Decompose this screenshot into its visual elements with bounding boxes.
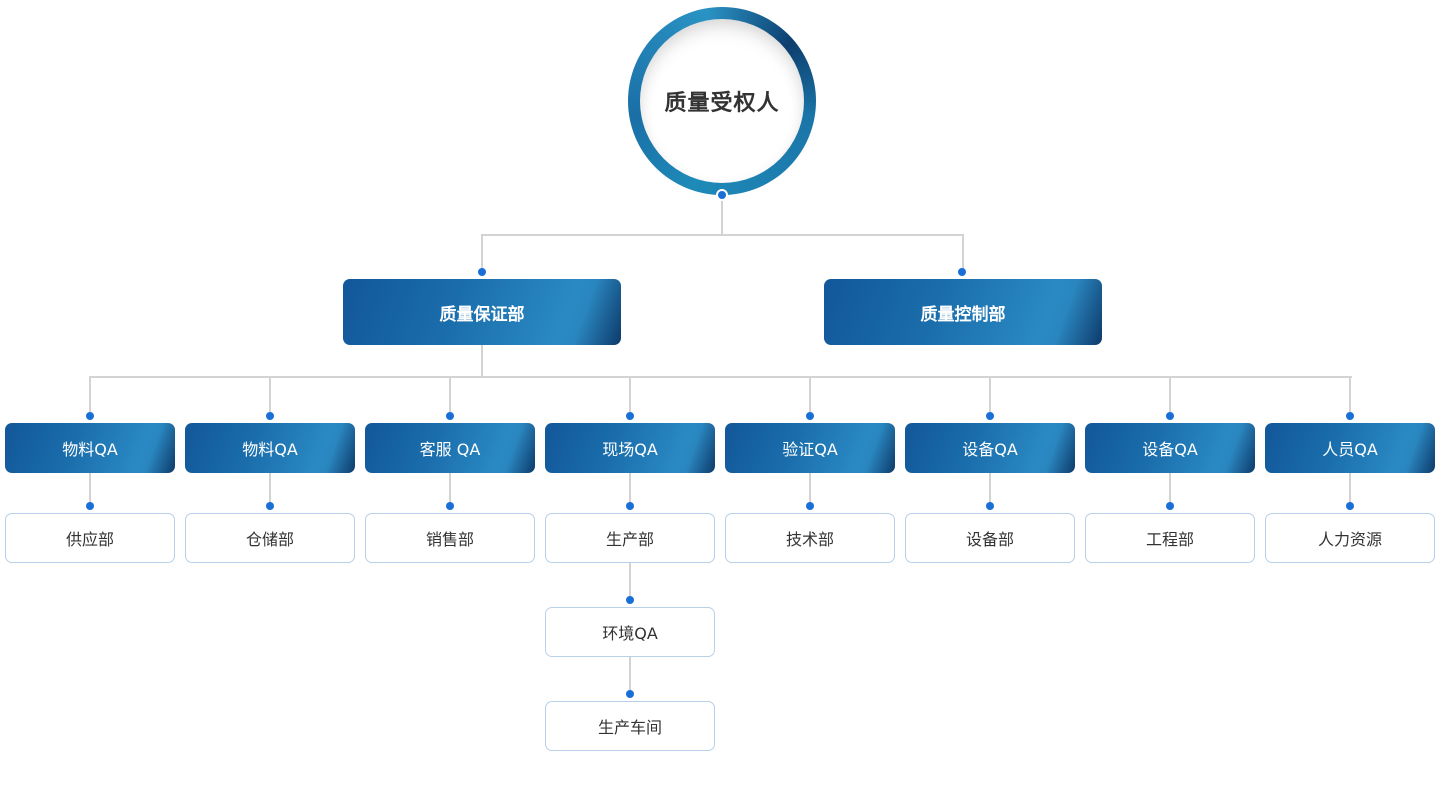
root-node[interactable]: 质量受权人 xyxy=(628,7,816,195)
connector-dot xyxy=(1346,412,1354,420)
connector-qa-branch xyxy=(89,376,91,412)
qa-unit-label: 物料QA xyxy=(62,440,118,459)
connector-dot xyxy=(626,596,634,604)
connector-qa-branch xyxy=(629,376,631,412)
connector-qa-branch xyxy=(989,376,991,412)
qa-unit[interactable]: 物料QA xyxy=(5,423,175,473)
connector-qa-child xyxy=(449,473,451,503)
chain-node-production-workshop[interactable]: 生产车间 xyxy=(545,701,715,751)
chain-node-label: 生产车间 xyxy=(597,718,662,737)
qa-child-department[interactable]: 设备部 xyxy=(905,513,1075,563)
qa-child-label: 供应部 xyxy=(65,530,114,549)
connector-qa-child xyxy=(989,473,991,503)
connector-dot xyxy=(446,502,454,510)
qa-child-department[interactable]: 工程部 xyxy=(1085,513,1255,563)
connector-qa-child xyxy=(1169,473,1171,503)
connector-dot xyxy=(806,502,814,510)
connector-dot xyxy=(626,412,634,420)
department-quality-assurance[interactable]: 质量保证部 xyxy=(343,279,621,345)
connector-dot xyxy=(986,502,994,510)
qa-child-department[interactable]: 供应部 xyxy=(5,513,175,563)
connector-dot xyxy=(478,268,486,276)
chain-node-environment-qa[interactable]: 环境QA xyxy=(545,607,715,657)
qa-child-department[interactable]: 技术部 xyxy=(725,513,895,563)
qa-unit[interactable]: 验证QA xyxy=(725,423,895,473)
connector-qa-down xyxy=(481,345,483,378)
root-label: 质量受权人 xyxy=(664,91,780,116)
qa-child-label: 人力资源 xyxy=(1317,530,1382,549)
qa-unit[interactable]: 客服 QA xyxy=(365,423,535,473)
qa-child-label: 生产部 xyxy=(605,530,654,549)
connector-qa-bar xyxy=(89,376,1352,378)
qa-unit-label: 验证QA xyxy=(782,440,838,459)
connector-qa-branch xyxy=(1169,376,1171,412)
connector-root-down xyxy=(721,200,723,235)
connector-dot xyxy=(1166,412,1174,420)
connector-qa-branch xyxy=(269,376,271,412)
qa-child-label: 仓储部 xyxy=(245,530,294,549)
department-label: 质量保证部 xyxy=(439,304,525,325)
connector-qa-child xyxy=(89,473,91,503)
qa-unit[interactable]: 现场QA xyxy=(545,423,715,473)
connector-dot xyxy=(958,268,966,276)
connector-qa-branch xyxy=(1349,376,1351,412)
qa-unit[interactable]: 设备QA xyxy=(1085,423,1255,473)
qa-child-department[interactable]: 仓储部 xyxy=(185,513,355,563)
qa-child-department[interactable]: 生产部 xyxy=(545,513,715,563)
qa-unit[interactable]: 人员QA xyxy=(1265,423,1435,473)
qa-child-label: 工程部 xyxy=(1145,530,1194,549)
department-quality-control[interactable]: 质量控制部 xyxy=(824,279,1102,345)
connector-dot xyxy=(626,502,634,510)
connector-qa-branch xyxy=(449,376,451,412)
connector-dot xyxy=(1346,502,1354,510)
qa-child-label: 技术部 xyxy=(785,530,834,549)
qa-unit-label: 现场QA xyxy=(602,440,658,459)
chain-node-label: 环境QA xyxy=(602,624,658,643)
connector-dept-bar xyxy=(481,234,964,236)
connector-dot xyxy=(806,412,814,420)
root-connector-dot xyxy=(716,189,728,201)
qa-unit-label: 设备QA xyxy=(962,440,1018,459)
qa-unit-label: 人员QA xyxy=(1322,440,1378,459)
connector-dot xyxy=(626,690,634,698)
connector-qa-child xyxy=(809,473,811,503)
connector-dept-left xyxy=(481,234,483,270)
qa-child-department[interactable]: 人力资源 xyxy=(1265,513,1435,563)
connector-qa-child xyxy=(1349,473,1351,503)
root-node-inner: 质量受权人 xyxy=(640,19,804,183)
connector-dot xyxy=(266,412,274,420)
connector-dot xyxy=(266,502,274,510)
connector-dot xyxy=(986,412,994,420)
qa-child-label: 设备部 xyxy=(965,530,1014,549)
connector-qa-branch xyxy=(809,376,811,412)
connector-qa-child xyxy=(629,473,631,503)
qa-unit[interactable]: 物料QA xyxy=(185,423,355,473)
connector-dot xyxy=(1166,502,1174,510)
connector-dot xyxy=(86,502,94,510)
qa-unit-label: 物料QA xyxy=(242,440,298,459)
qa-child-label: 销售部 xyxy=(425,530,474,549)
qa-unit-label: 客服 QA xyxy=(419,440,481,459)
department-label: 质量控制部 xyxy=(920,304,1006,325)
connector-dot xyxy=(446,412,454,420)
qa-unit[interactable]: 设备QA xyxy=(905,423,1075,473)
qa-child-department[interactable]: 销售部 xyxy=(365,513,535,563)
connector-chain xyxy=(629,563,631,599)
qa-unit-label: 设备QA xyxy=(1142,440,1198,459)
connector-dept-right xyxy=(962,234,964,270)
connector-dot xyxy=(86,412,94,420)
connector-chain xyxy=(629,657,631,693)
connector-qa-child xyxy=(269,473,271,503)
